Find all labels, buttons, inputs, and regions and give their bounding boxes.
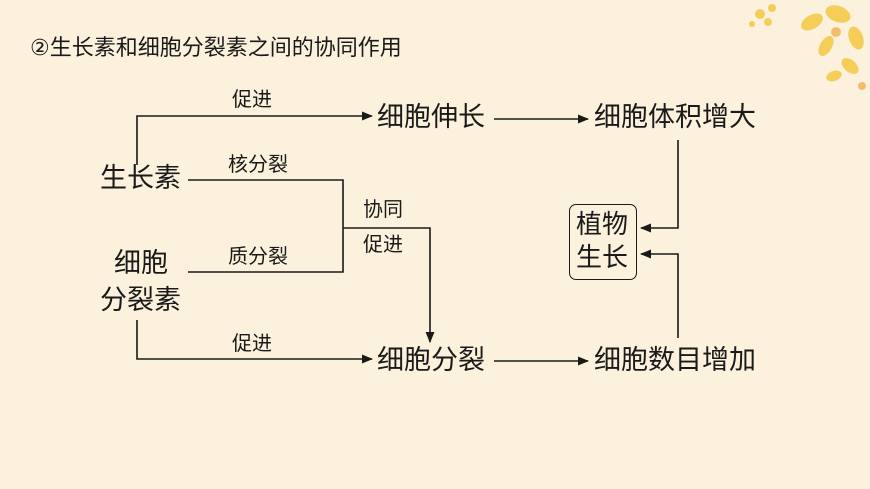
arrow-synergy-to-division bbox=[343, 227, 435, 344]
label-promote-top: 促进 bbox=[232, 87, 272, 111]
plant-growth-line1: 植物 bbox=[576, 210, 629, 240]
node-auxin: 生长素 bbox=[100, 163, 181, 194]
label-cytoplasmic-division: 质分裂 bbox=[228, 244, 288, 268]
arrow-auxin-to-elongation bbox=[136, 111, 374, 165]
page-title: ②生长素和细胞分裂素之间的协同作用 bbox=[30, 36, 402, 61]
plant-growth-line2: 生长 bbox=[576, 243, 629, 273]
node-cell-elongation: 细胞伸长 bbox=[377, 102, 485, 133]
node-cytokinin-line1: 细胞 bbox=[114, 248, 168, 279]
label-synergy-line2: 促进 bbox=[363, 232, 403, 256]
label-nuclear-division: 核分裂 bbox=[228, 152, 288, 176]
arrow-volume-to-growth bbox=[639, 140, 679, 233]
node-cytokinin-line2: 分裂素 bbox=[100, 285, 181, 316]
node-cell-volume-increase: 细胞体积增大 bbox=[594, 102, 756, 133]
node-plant-growth: 植物 生长 bbox=[569, 204, 637, 280]
label-promote-bottom: 促进 bbox=[232, 331, 272, 355]
node-cell-division: 细胞分裂 bbox=[377, 345, 485, 376]
arrow-cytokinin-to-division bbox=[136, 320, 374, 364]
arrow-number-to-growth bbox=[639, 249, 679, 338]
line-nuclear-division bbox=[188, 179, 344, 273]
node-cell-number-increase: 细胞数目增加 bbox=[594, 345, 756, 376]
label-synergy-line1: 协同 bbox=[363, 197, 403, 221]
